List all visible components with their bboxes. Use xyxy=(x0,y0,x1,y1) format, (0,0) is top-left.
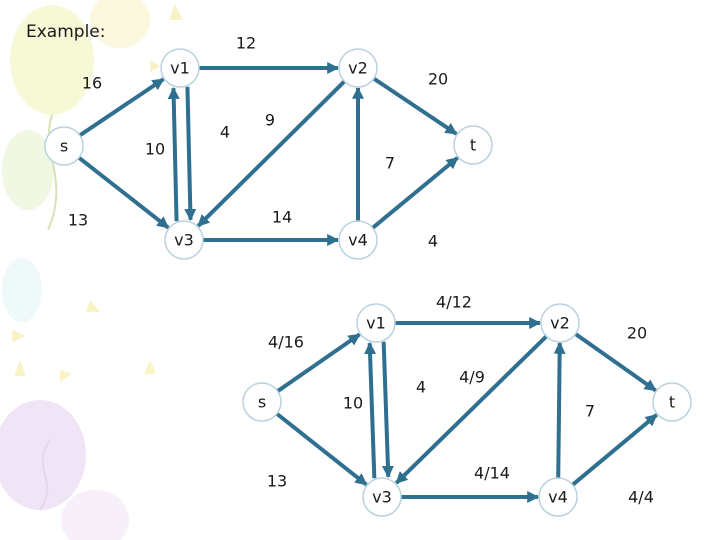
edge-label-s-v1: 4/16 xyxy=(268,333,304,352)
node-label-s: s xyxy=(60,137,68,156)
confetti-stars xyxy=(12,4,183,382)
edge-v3-to-v1 xyxy=(167,86,180,222)
edge-label-v3-v4: 14 xyxy=(272,208,292,227)
edge-label-v4-v2: 7 xyxy=(585,402,595,421)
edge-label-v4-t: 4/4 xyxy=(628,488,654,507)
node-v1 xyxy=(160,48,200,88)
node-label-v4: v4 xyxy=(548,488,568,507)
edge-label-layer: 4/16 13 4/12 10 4 4/9 20 4/14 7 4/4 xyxy=(267,293,654,507)
edge-label-s-v1: 16 xyxy=(82,74,102,93)
node-v3 xyxy=(362,477,402,517)
edge-label-v1-v3: 10 xyxy=(343,394,363,413)
edge-label-layer: 16 13 12 10 4 9 20 14 7 4 xyxy=(68,34,448,251)
balloon-string xyxy=(39,439,51,511)
node-v3 xyxy=(164,220,204,260)
edge-layer xyxy=(275,317,658,503)
edge-v4-to-t xyxy=(371,156,459,230)
balloon-decoration xyxy=(90,0,150,48)
edge-v1-to-v3 xyxy=(381,341,394,478)
edge-v1-to-v3 xyxy=(184,86,197,222)
edge-layer xyxy=(77,62,459,246)
balloon-decoration xyxy=(2,130,54,210)
node-v2 xyxy=(338,48,378,88)
original-network: s v1 v2 v3 v4 t 16 13 12 10 4 9 20 14 7 4 xyxy=(44,34,493,260)
node-label-v4: v4 xyxy=(348,231,368,250)
node-label-t: t xyxy=(669,393,675,412)
balloon-string xyxy=(47,114,58,231)
edge-v2-to-t xyxy=(574,332,657,393)
edge-label-v4-t: 4 xyxy=(428,232,438,251)
edge-v2-to-v3 xyxy=(196,79,346,228)
edge-label-v3-v1: 4 xyxy=(220,123,230,142)
node-s xyxy=(242,382,282,422)
edge-label-v3-v4: 4/14 xyxy=(474,464,510,483)
flow-network: s v1 v2 v3 v4 t 4/16 13 4/12 10 4 4/9 20 4/14 7 4/4 xyxy=(242,293,692,517)
node-layer: s v1 v2 v3 v4 t xyxy=(242,303,692,517)
node-label-v2: v2 xyxy=(348,59,368,78)
edge-label-v4-v2: 7 xyxy=(385,154,395,173)
edge-label-v2-v3: 9 xyxy=(265,111,275,130)
edge-label-v1-v2: 4/12 xyxy=(436,293,472,312)
edge-s-to-v1 xyxy=(276,332,361,393)
node-label-v1: v1 xyxy=(170,59,190,78)
balloon-decoration xyxy=(61,490,129,540)
node-t xyxy=(652,382,692,422)
node-v2 xyxy=(540,303,580,343)
node-layer: s v1 v2 v3 v4 t xyxy=(44,48,493,260)
edge-v4-to-t xyxy=(571,413,658,487)
node-v1 xyxy=(356,303,396,343)
edge-label-s-v3: 13 xyxy=(68,211,88,230)
edge-v3-to-v1 xyxy=(364,342,377,479)
node-label-v2: v2 xyxy=(550,314,570,333)
balloon-decoration xyxy=(2,258,42,322)
edge-label-v1-v3: 10 xyxy=(145,140,165,159)
edge-v2-to-t xyxy=(372,76,458,136)
node-label-v3: v3 xyxy=(174,231,194,250)
edge-s-to-v3 xyxy=(77,156,170,230)
edge-s-to-v1 xyxy=(78,77,165,138)
node-label-v1: v1 xyxy=(366,314,386,333)
node-label-t: t xyxy=(470,136,476,155)
node-s xyxy=(44,126,84,166)
edge-label-v1-v2: 12 xyxy=(236,34,256,53)
edge-label-s-v3: 13 xyxy=(267,472,287,491)
edge-s-to-v3 xyxy=(275,412,368,487)
edge-v4-to-v2 xyxy=(553,341,566,479)
node-t xyxy=(453,125,493,165)
edge-label-v2-v3: 4/9 xyxy=(459,368,485,387)
edge-label-v3-v1: 4 xyxy=(416,378,426,397)
balloon-decoration xyxy=(10,5,94,115)
example-title: Example: xyxy=(26,22,106,42)
edge-v2-to-v3 xyxy=(394,334,548,485)
node-v4 xyxy=(338,220,378,260)
node-label-s: s xyxy=(258,393,266,412)
node-label-v3: v3 xyxy=(372,488,392,507)
edge-label-v2-t: 20 xyxy=(428,70,448,89)
node-v4 xyxy=(538,477,578,517)
edge-label-v2-t: 20 xyxy=(627,324,647,343)
